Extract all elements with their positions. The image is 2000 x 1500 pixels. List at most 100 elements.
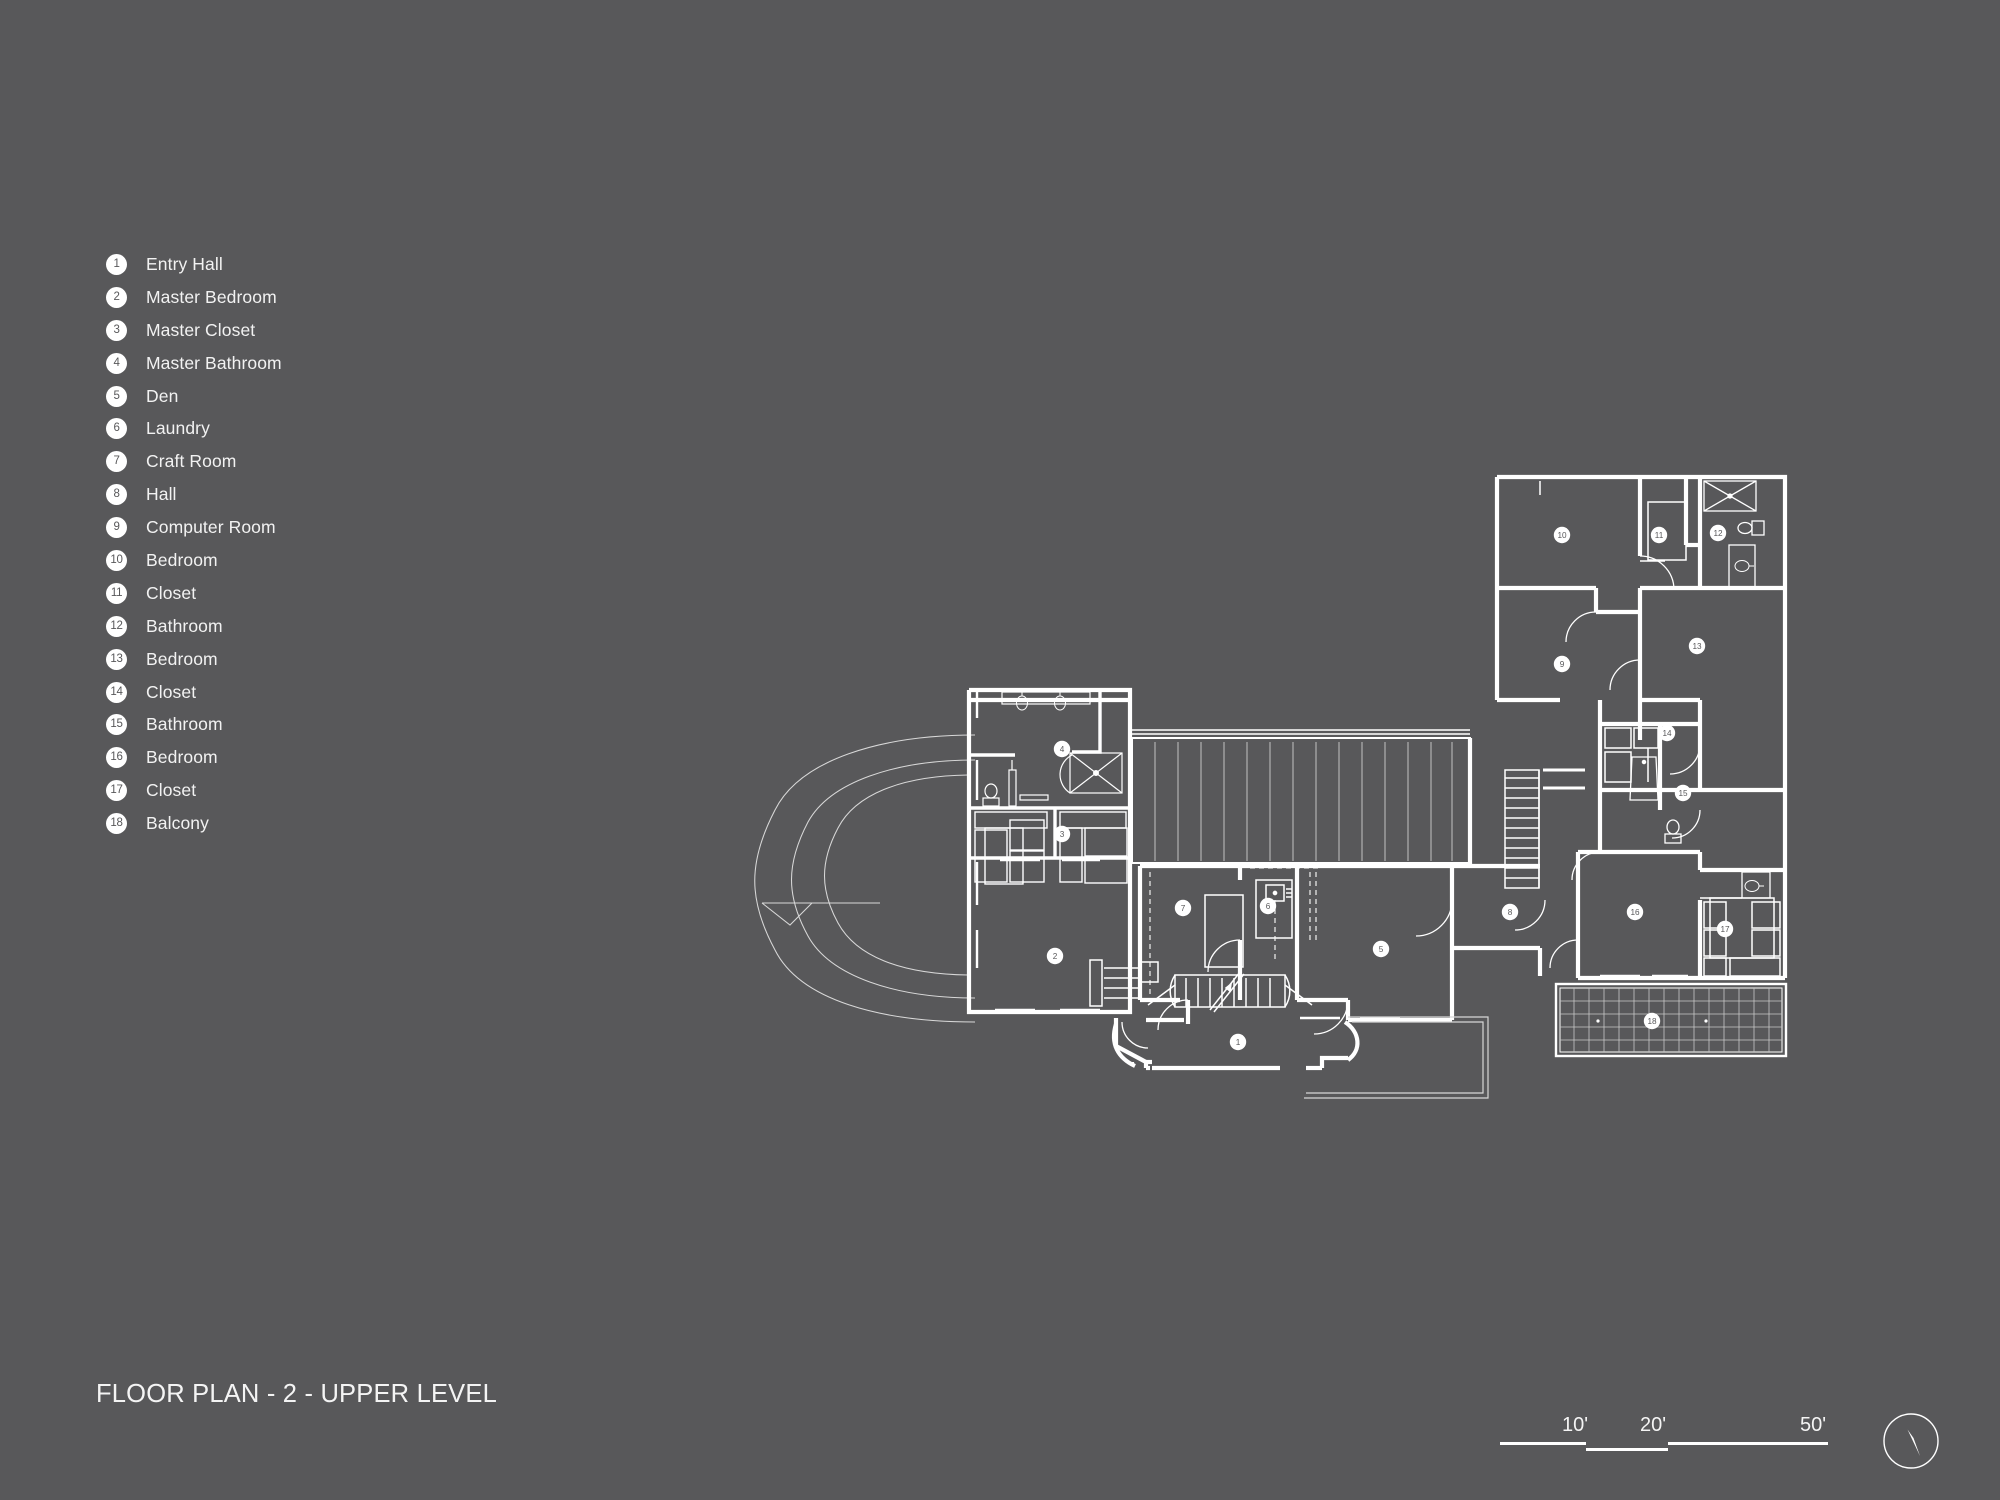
- room-marker-number: 11: [1655, 531, 1664, 540]
- legend-label: Bathroom: [146, 615, 223, 636]
- legend-label: Den: [146, 385, 179, 406]
- legend-marker: 18: [106, 813, 127, 835]
- windows-master: [975, 690, 1100, 1012]
- balcony-18: [1554, 982, 1788, 1058]
- room-marker: 4: [1053, 740, 1071, 758]
- legend-label: Craft Room: [146, 451, 237, 472]
- legend-marker: 16: [106, 747, 127, 769]
- legend-label: Balcony: [146, 813, 209, 834]
- room-marker: 18: [1643, 1012, 1661, 1030]
- scale-tick-20: 20': [1640, 1414, 1667, 1436]
- room-marker-number: 14: [1662, 729, 1672, 738]
- room-marker-number: 1: [1236, 1038, 1241, 1047]
- room-marker: 9: [1553, 655, 1571, 673]
- legend-marker: 6: [106, 418, 127, 440]
- legend-item: 16 Bedroom: [106, 741, 466, 774]
- legend-item: 14 Closet: [106, 676, 466, 709]
- room-marker: 15: [1674, 784, 1692, 802]
- room-marker: 1: [1229, 1033, 1247, 1051]
- room-marker-number: 3: [1060, 830, 1065, 839]
- legend-marker: 3: [106, 319, 127, 341]
- legend-label: Master Bedroom: [146, 286, 277, 307]
- scale-bar: 10' 20' 50': [1500, 1414, 1840, 1470]
- room-marker: 10: [1553, 526, 1571, 544]
- room-marker-number: 7: [1181, 904, 1186, 913]
- room-marker: 6: [1259, 897, 1277, 915]
- room-marker-number: 15: [1678, 789, 1688, 798]
- master-closet-millwork: [974, 811, 1128, 885]
- legend-label: Closet: [146, 681, 197, 702]
- door-swings: [1121, 555, 1701, 1049]
- scale-tick-10: 10': [1562, 1414, 1589, 1436]
- legend-marker: 4: [106, 352, 127, 374]
- room-marker-number: 13: [1692, 642, 1702, 651]
- room-marker-circle: [1372, 940, 1390, 958]
- room-marker-circle: [1688, 637, 1706, 655]
- room-marker: 14: [1658, 724, 1676, 742]
- room-marker-circle: [1643, 1012, 1661, 1030]
- legend-marker: 12: [106, 615, 127, 637]
- legend-label: Bedroom: [146, 747, 218, 768]
- room-marker-number: 10: [1557, 531, 1567, 540]
- legend-marker: 1: [106, 253, 127, 275]
- room-marker-circle: [1650, 526, 1668, 544]
- page-title: FLOOR PLAN - 2 - UPPER LEVEL: [96, 1380, 497, 1408]
- legend-marker: 14: [106, 681, 127, 703]
- legend-label: Hall: [146, 484, 177, 505]
- room-marker-circle: [1174, 899, 1192, 917]
- room-marker: 5: [1372, 940, 1390, 958]
- room-marker-number: 12: [1713, 529, 1723, 538]
- legend-marker: 10: [106, 549, 127, 571]
- legend-marker: 5: [106, 385, 127, 407]
- plan-walls: [966, 474, 1788, 1099]
- scale-segment-10-20: [1586, 1448, 1668, 1451]
- legend-marker: 15: [106, 714, 127, 736]
- room-marker-number: 18: [1647, 1017, 1657, 1026]
- entry-hall-walls: [1113, 1000, 1348, 1071]
- room-marker: 3: [1053, 825, 1071, 843]
- bath12-fixtures: [1703, 480, 1765, 588]
- scale-segment-20-50: [1668, 1442, 1828, 1445]
- legend-label: Entry Hall: [146, 253, 223, 274]
- legend-marker: 17: [106, 780, 127, 802]
- legend-label: Bathroom: [146, 714, 223, 735]
- room-marker-number: 17: [1720, 925, 1730, 934]
- room-marker: 11: [1650, 526, 1668, 544]
- room-marker-number: 2: [1053, 952, 1058, 961]
- room-marker-circle: [1658, 724, 1676, 742]
- room-marker: 8: [1501, 903, 1519, 921]
- legend-label: Computer Room: [146, 517, 276, 538]
- entry-stair: [1147, 971, 1313, 1013]
- room-marker: 7: [1174, 899, 1192, 917]
- room-marker-number: 6: [1266, 902, 1271, 911]
- legend-item: 12 Bathroom: [106, 610, 466, 643]
- bath15-fixtures: [1629, 756, 1682, 844]
- room-marker-number: 9: [1560, 660, 1565, 669]
- north-arrow-icon: [1883, 1413, 1939, 1469]
- room-marker-circle: [1626, 903, 1644, 921]
- scale-segment-0-10: [1500, 1442, 1586, 1445]
- legend-item: 5 Den: [106, 380, 466, 413]
- legend-label: Master Bathroom: [146, 352, 282, 373]
- room-marker-circle: [1053, 740, 1071, 758]
- legend-label: Closet: [146, 582, 197, 603]
- deck-roof-area: [1131, 729, 1471, 864]
- room-marker: 16: [1626, 903, 1644, 921]
- room-marker: 17: [1716, 920, 1734, 938]
- legend-marker: 13: [106, 648, 127, 670]
- legend-item: 4 Master Bathroom: [106, 347, 466, 380]
- legend-item: 1 Entry Hall: [106, 248, 466, 281]
- room-marker-circle: [1553, 655, 1571, 673]
- room-marker-number: 16: [1630, 908, 1640, 917]
- room-marker-circle: [1716, 920, 1734, 938]
- master-bath-fixtures: [982, 690, 1123, 807]
